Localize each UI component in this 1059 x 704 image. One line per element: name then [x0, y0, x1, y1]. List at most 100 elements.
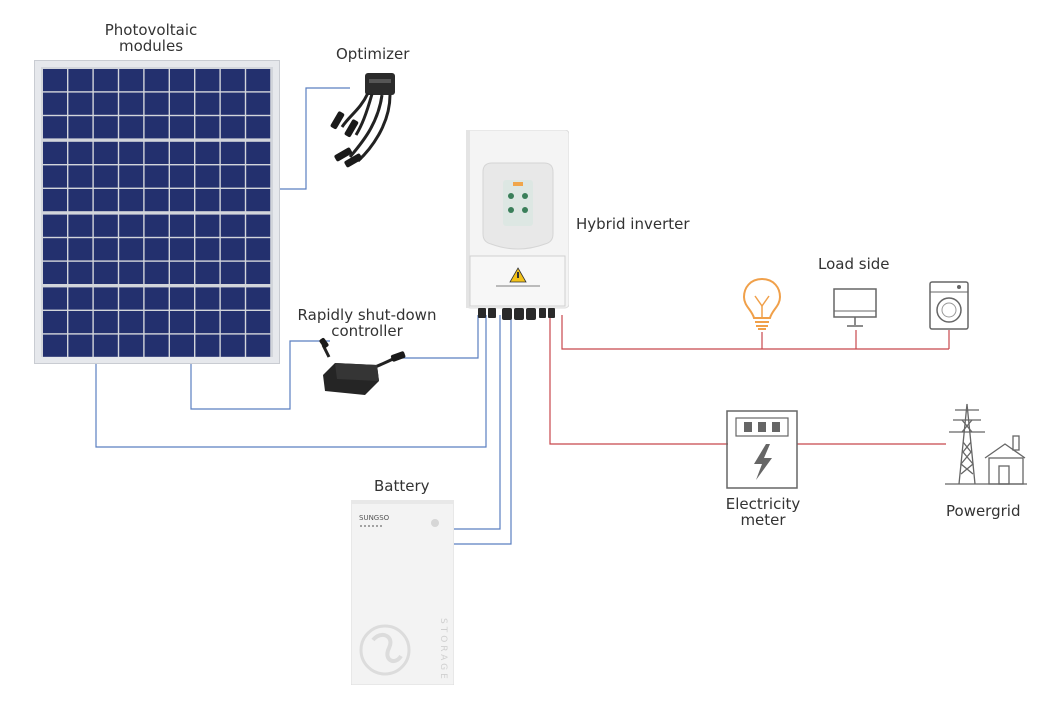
- meter-label-line1: Electricity: [725, 495, 801, 513]
- battery: SUNGSO STORAGE: [350, 499, 455, 686]
- pv-cell: [119, 165, 144, 188]
- pv-cell: [170, 141, 194, 164]
- rsd-label-line2: controller: [331, 322, 403, 340]
- pv-cell: [195, 92, 220, 115]
- battery-inverter-wire-1: [454, 315, 501, 530]
- pv-cell: [43, 214, 67, 237]
- pv-cell: [119, 334, 144, 357]
- pv-cell: [93, 238, 118, 261]
- battery-brand-text: SUNGSO: [359, 514, 390, 522]
- rsd-inverter-wire: [400, 315, 479, 359]
- load-side-label: Load side: [818, 255, 890, 273]
- pv-cell: [144, 92, 169, 115]
- pv-cell: [68, 287, 93, 310]
- hybrid-inverter: [465, 129, 570, 320]
- pv-cell: [195, 165, 220, 188]
- pv-cell: [195, 261, 220, 284]
- pv-cell: [170, 214, 194, 237]
- transmission-tower-icon: [949, 403, 985, 485]
- pv-cell: [195, 238, 220, 261]
- pv-cell: [119, 189, 144, 212]
- load-bus-wire: [561, 315, 949, 350]
- pv-cell: [170, 261, 194, 284]
- pv-cell: [195, 334, 220, 357]
- pv-cell: [119, 311, 144, 334]
- pv-inverter-wire: [95, 315, 487, 448]
- rapid-shutdown-controller: [319, 337, 406, 395]
- pv-cell: [68, 238, 93, 261]
- pv-cell: [144, 311, 169, 334]
- pv-cell: [246, 92, 271, 115]
- pv-cell: [246, 189, 271, 212]
- pv-cell: [246, 165, 271, 188]
- pv-cell: [246, 141, 271, 164]
- pv-cell: [170, 92, 194, 115]
- pv-cell: [93, 92, 118, 115]
- pv-cell: [119, 238, 144, 261]
- pv-cell: [119, 116, 144, 139]
- pv-cell: [246, 238, 271, 261]
- powergrid-label: Powergrid: [946, 502, 1021, 520]
- pv-cell: [170, 238, 194, 261]
- optimizer-label: Optimizer: [336, 45, 410, 63]
- pv-cell: [43, 165, 67, 188]
- pv-cell: [144, 334, 169, 357]
- pv-cell: [195, 311, 220, 334]
- rsd-label-line1: Rapidly shut-down: [297, 306, 437, 324]
- pv-cell: [144, 287, 169, 310]
- pv-cell: [220, 261, 245, 284]
- pv-cell: [220, 287, 245, 310]
- pv-cell: [43, 141, 67, 164]
- pv-cell: [246, 287, 271, 310]
- powergrid: [945, 403, 1027, 485]
- monitor-icon: [833, 288, 877, 327]
- lightning-icon: [754, 444, 772, 480]
- pv-cell: [43, 92, 67, 115]
- pv-cell: [119, 92, 144, 115]
- pv-cell: [170, 334, 194, 357]
- pv-cell: [246, 334, 271, 357]
- pv-cell: [43, 116, 67, 139]
- pv-cell: [68, 116, 93, 139]
- pv-cell: [68, 69, 93, 92]
- pv-cell: [144, 214, 169, 237]
- pv-cell: [246, 261, 271, 284]
- pv-cell: [68, 334, 93, 357]
- inverter-label: Hybrid inverter: [576, 215, 690, 233]
- pv-cell: [68, 141, 93, 164]
- pv-cell: [43, 238, 67, 261]
- house-icon: [984, 435, 1026, 485]
- pv-cell: [246, 311, 271, 334]
- pv-cell: [144, 189, 169, 212]
- pv-cell: [170, 165, 194, 188]
- pv-cell: [43, 287, 67, 310]
- pv-cell: [43, 261, 67, 284]
- pv-cell: [170, 287, 194, 310]
- pv-cell: [144, 238, 169, 261]
- meter-label: Electricity meter: [716, 496, 810, 528]
- pv-cell: [220, 238, 245, 261]
- pv-cell: [170, 311, 194, 334]
- pv-cell: [220, 116, 245, 139]
- pv-cell: [246, 116, 271, 139]
- pv-cell: [119, 214, 144, 237]
- pv-cell: [119, 287, 144, 310]
- pv-cell: [144, 116, 169, 139]
- pv-cell: [68, 92, 93, 115]
- pv-cell: [195, 214, 220, 237]
- pv-label-line2: modules: [118, 37, 184, 55]
- lightbulb-icon: [742, 277, 782, 330]
- pv-cell: [93, 287, 118, 310]
- pv-cell: [68, 214, 93, 237]
- pv-cell: [195, 116, 220, 139]
- pv-cell: [220, 334, 245, 357]
- pv-cell: [68, 165, 93, 188]
- pv-cell: [220, 92, 245, 115]
- pv-cell: [144, 261, 169, 284]
- pv-cell: [93, 189, 118, 212]
- pv-cell: [119, 261, 144, 284]
- pv-cell: [220, 141, 245, 164]
- pv-cell: [220, 189, 245, 212]
- rsd-label: Rapidly shut-down controller: [294, 307, 440, 339]
